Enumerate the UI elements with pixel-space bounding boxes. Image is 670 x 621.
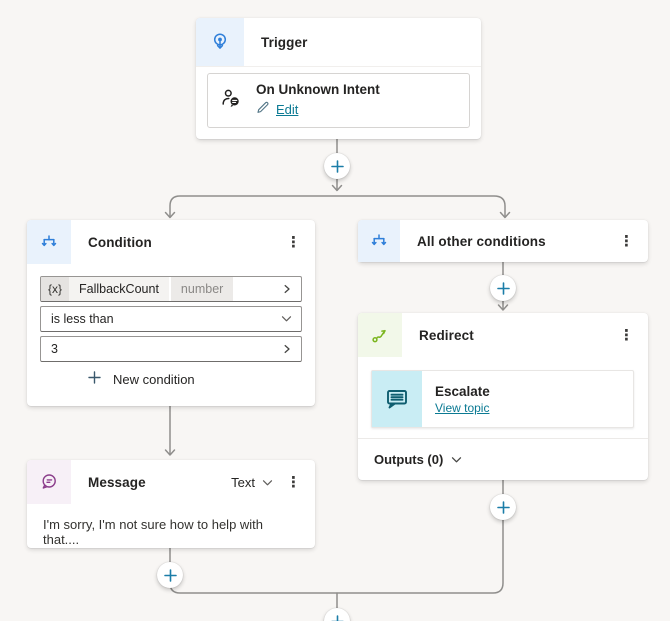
chevron-right-icon (282, 344, 292, 354)
add-node-button[interactable] (157, 562, 183, 588)
redirect-icon (358, 313, 402, 357)
variable-prefix-badge: {x} (41, 277, 70, 301)
condition-operator-select[interactable]: is less than (40, 306, 302, 332)
more-options-icon[interactable]: ⋮ (281, 233, 306, 252)
intent-text: On Unknown Intent Edit (256, 82, 380, 119)
intent-title: On Unknown Intent (256, 82, 380, 97)
view-topic-link[interactable]: View topic (435, 400, 490, 415)
message-mode-value: Text (231, 474, 255, 490)
topic-message-icon (372, 371, 422, 427)
intent-card: On Unknown Intent Edit (207, 73, 470, 128)
redirect-topic-card: Escalate View topic (371, 370, 634, 428)
condition-node-title: Condition (88, 234, 152, 250)
message-node-title: Message (88, 474, 146, 490)
condition-node: Condition ⋮ {x} FallbackCount number is … (27, 220, 315, 406)
message-node-header: Message Text ⋮ (27, 460, 315, 504)
message-body-text: I'm sorry, I'm not sure how to help with… (43, 517, 264, 547)
redirect-node-header: Redirect ⋮ (358, 313, 648, 357)
add-node-button[interactable] (324, 153, 350, 179)
person-chat-icon (220, 88, 243, 114)
new-condition-button[interactable]: New condition (88, 371, 195, 387)
more-options-icon[interactable]: ⋮ (614, 326, 639, 345)
trigger-node-title: Trigger (261, 34, 308, 50)
topic-text: Escalate View topic (422, 371, 490, 427)
redirect-node-title: Redirect (419, 327, 474, 343)
topic-title: Escalate (435, 383, 490, 399)
condition-body: {x} FallbackCount number is less than 3 (27, 264, 315, 387)
message-bubble-icon (27, 460, 71, 504)
edit-link[interactable]: Edit (276, 102, 299, 117)
new-condition-label: New condition (113, 371, 195, 387)
add-node-button[interactable] (490, 494, 516, 520)
variable-type: number (170, 277, 234, 301)
message-mode-dropdown[interactable]: Text (231, 475, 273, 490)
trigger-node-header: Trigger (196, 18, 481, 67)
outputs-label: Outputs (0) (374, 452, 444, 467)
plus-icon (88, 371, 101, 387)
more-options-icon[interactable]: ⋮ (281, 473, 306, 492)
comparison-value: 3 (51, 342, 58, 356)
variable-name: FallbackCount (69, 277, 169, 301)
all-other-conditions-node: All other conditions ⋮ (358, 220, 648, 262)
add-node-button[interactable] (324, 608, 350, 621)
condition-node-header: Condition ⋮ (27, 220, 315, 264)
trigger-icon (196, 18, 244, 66)
branch-condition-icon (358, 220, 400, 262)
redirect-node: Redirect ⋮ Escalate View topic Outputs (… (358, 313, 648, 480)
all-other-conditions-header: All other conditions ⋮ (358, 220, 648, 262)
chevron-down-icon (281, 315, 292, 323)
more-options-icon[interactable]: ⋮ (614, 232, 639, 251)
condition-variable-row[interactable]: {x} FallbackCount number (40, 276, 302, 302)
chevron-down-icon (451, 452, 462, 467)
outputs-toggle[interactable]: Outputs (0) (358, 438, 648, 480)
condition-value-row[interactable]: 3 (40, 336, 302, 362)
message-node: Message Text ⋮ I'm sorry, I'm not sure h… (27, 460, 315, 548)
branch-condition-icon (27, 220, 71, 264)
chevron-down-icon (262, 475, 273, 490)
pencil-icon (256, 100, 270, 119)
trigger-node: Trigger On Unknown Intent (196, 18, 481, 139)
add-node-button[interactable] (490, 275, 516, 301)
chevron-right-icon (282, 284, 292, 294)
operator-value: is less than (51, 312, 114, 326)
all-other-conditions-title: All other conditions (417, 233, 546, 249)
